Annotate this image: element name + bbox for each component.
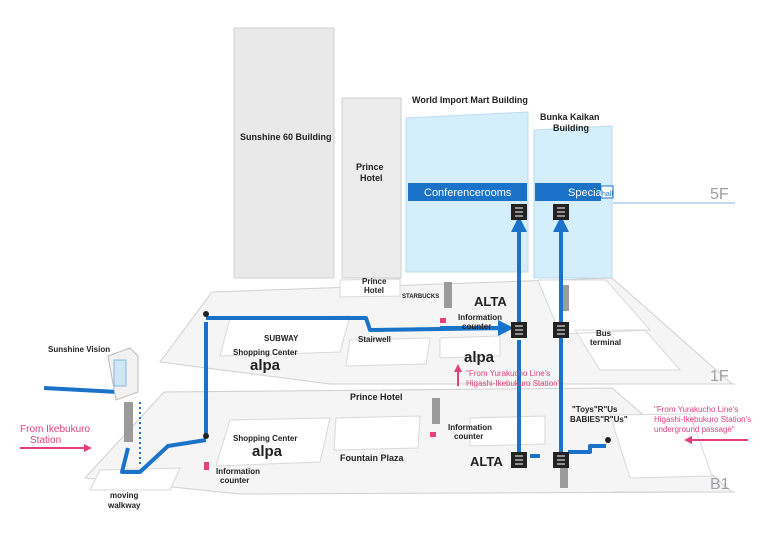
label-1f-starbucks: STARBUCKS (402, 294, 439, 300)
label-sunshine60: Sunshine 60 Building (240, 132, 332, 142)
label-1f-shopping: Shopping Center (233, 348, 297, 357)
route-b1-toys (568, 444, 606, 454)
label-b1-passage-3: underground passage" (654, 425, 735, 434)
stairs-1f-right (444, 282, 452, 308)
special-hall-tag (600, 185, 614, 199)
pink-routes (20, 364, 748, 452)
label-prince-hotel-2: Hotel (360, 173, 383, 183)
escalator-icon (203, 311, 209, 317)
label-b1-alta: ALTA (470, 454, 503, 469)
band-conference-label: Conferencerooms (424, 187, 512, 199)
label-walkway-1: moving (110, 491, 139, 500)
route-outside-top (43, 386, 119, 394)
label-ikebukuro-2: Station (30, 435, 61, 446)
special-hall-band (535, 183, 601, 201)
label-bunka-2: Building (553, 123, 589, 133)
label-1f-info-1: Information (458, 313, 502, 322)
label-b1-toys-2: BABIES"R"Us" (570, 415, 628, 424)
label-1f-bus-2: terminal (590, 338, 621, 347)
label-b1-passage-2: Higashi-Ikebukuro Station's (654, 415, 751, 424)
stairs-outside (124, 402, 133, 442)
label-b1-passage-1: "From Yurakucho Line's (654, 405, 738, 414)
label-1f-alpa-left: alpa (250, 357, 281, 374)
label-1f-subway: SUBWAY (264, 334, 299, 343)
label-1f-yurakucho-2: Higashi-Ikebukuro Station" (466, 379, 561, 388)
label-1f-bus-1: Bus (596, 329, 612, 338)
label-1f-prince-2: Hotel (364, 286, 384, 295)
info-marker-1f (440, 318, 446, 323)
label-b1-info-right-2: counter (454, 432, 483, 441)
route-b1-left (120, 438, 207, 474)
label-1f-stairwell: Stairwell (358, 335, 391, 344)
floor-1f: 1F (710, 368, 729, 385)
bunka-kaikan-building (533, 125, 613, 279)
sunshine60-building (233, 27, 335, 279)
label-bunka-1: Bunka Kaikan (540, 112, 600, 122)
info-marker-b1-right (430, 432, 436, 437)
escalator-icon (203, 433, 209, 439)
conference-band (408, 183, 527, 201)
route-lines (43, 216, 606, 474)
label-1f-alpa-right: alpa (464, 349, 495, 366)
escalator-icon (605, 437, 611, 443)
label-b1-toys-1: "Toys"R"Us (572, 405, 618, 414)
sunshine-vision-face (113, 359, 127, 387)
label-b1-info-left-2: counter (220, 476, 249, 485)
label-world-import: World Import Mart Building (412, 95, 528, 105)
level-b1-rooms (89, 413, 713, 491)
label-sunshine-vision: Sunshine Vision (48, 345, 110, 354)
band-special-label: Special (568, 187, 604, 199)
stairs-1f-bus (561, 285, 569, 311)
label-1f-alta: ALTA (474, 294, 507, 309)
label-prince-hotel-1: Prince (356, 162, 384, 172)
label-b1-alpa: alpa (252, 443, 283, 460)
floor-5f: 5F (710, 186, 729, 203)
info-marker-b1-left (204, 462, 209, 470)
label-walkway-2: walkway (107, 501, 141, 510)
label-ikebukuro-1: From Ikebukuro (20, 424, 90, 435)
elevator-icons (511, 204, 569, 468)
label-1f-info-2: counter (462, 322, 491, 331)
label-1f-yurakucho-1: "From Yurakucho Line's (466, 369, 550, 378)
stairs-b1-escal (560, 460, 568, 488)
label-1f-prince-1: Prince (362, 277, 387, 286)
prince-hotel-tower (341, 97, 402, 279)
label-b1-fountain: Fountain Plaza (340, 453, 405, 463)
label-b1-shopping: Shopping Center (233, 434, 297, 443)
band-special-suffix: hall (602, 191, 613, 198)
floor-b1: B1 (710, 476, 730, 493)
label-b1-prince: Prince Hotel (350, 392, 403, 402)
label-b1-info-left-1: Information (216, 467, 260, 476)
stairs-b1-center (432, 398, 440, 424)
label-b1-info-right-1: Information (448, 423, 492, 432)
escalator-icons (203, 311, 611, 443)
